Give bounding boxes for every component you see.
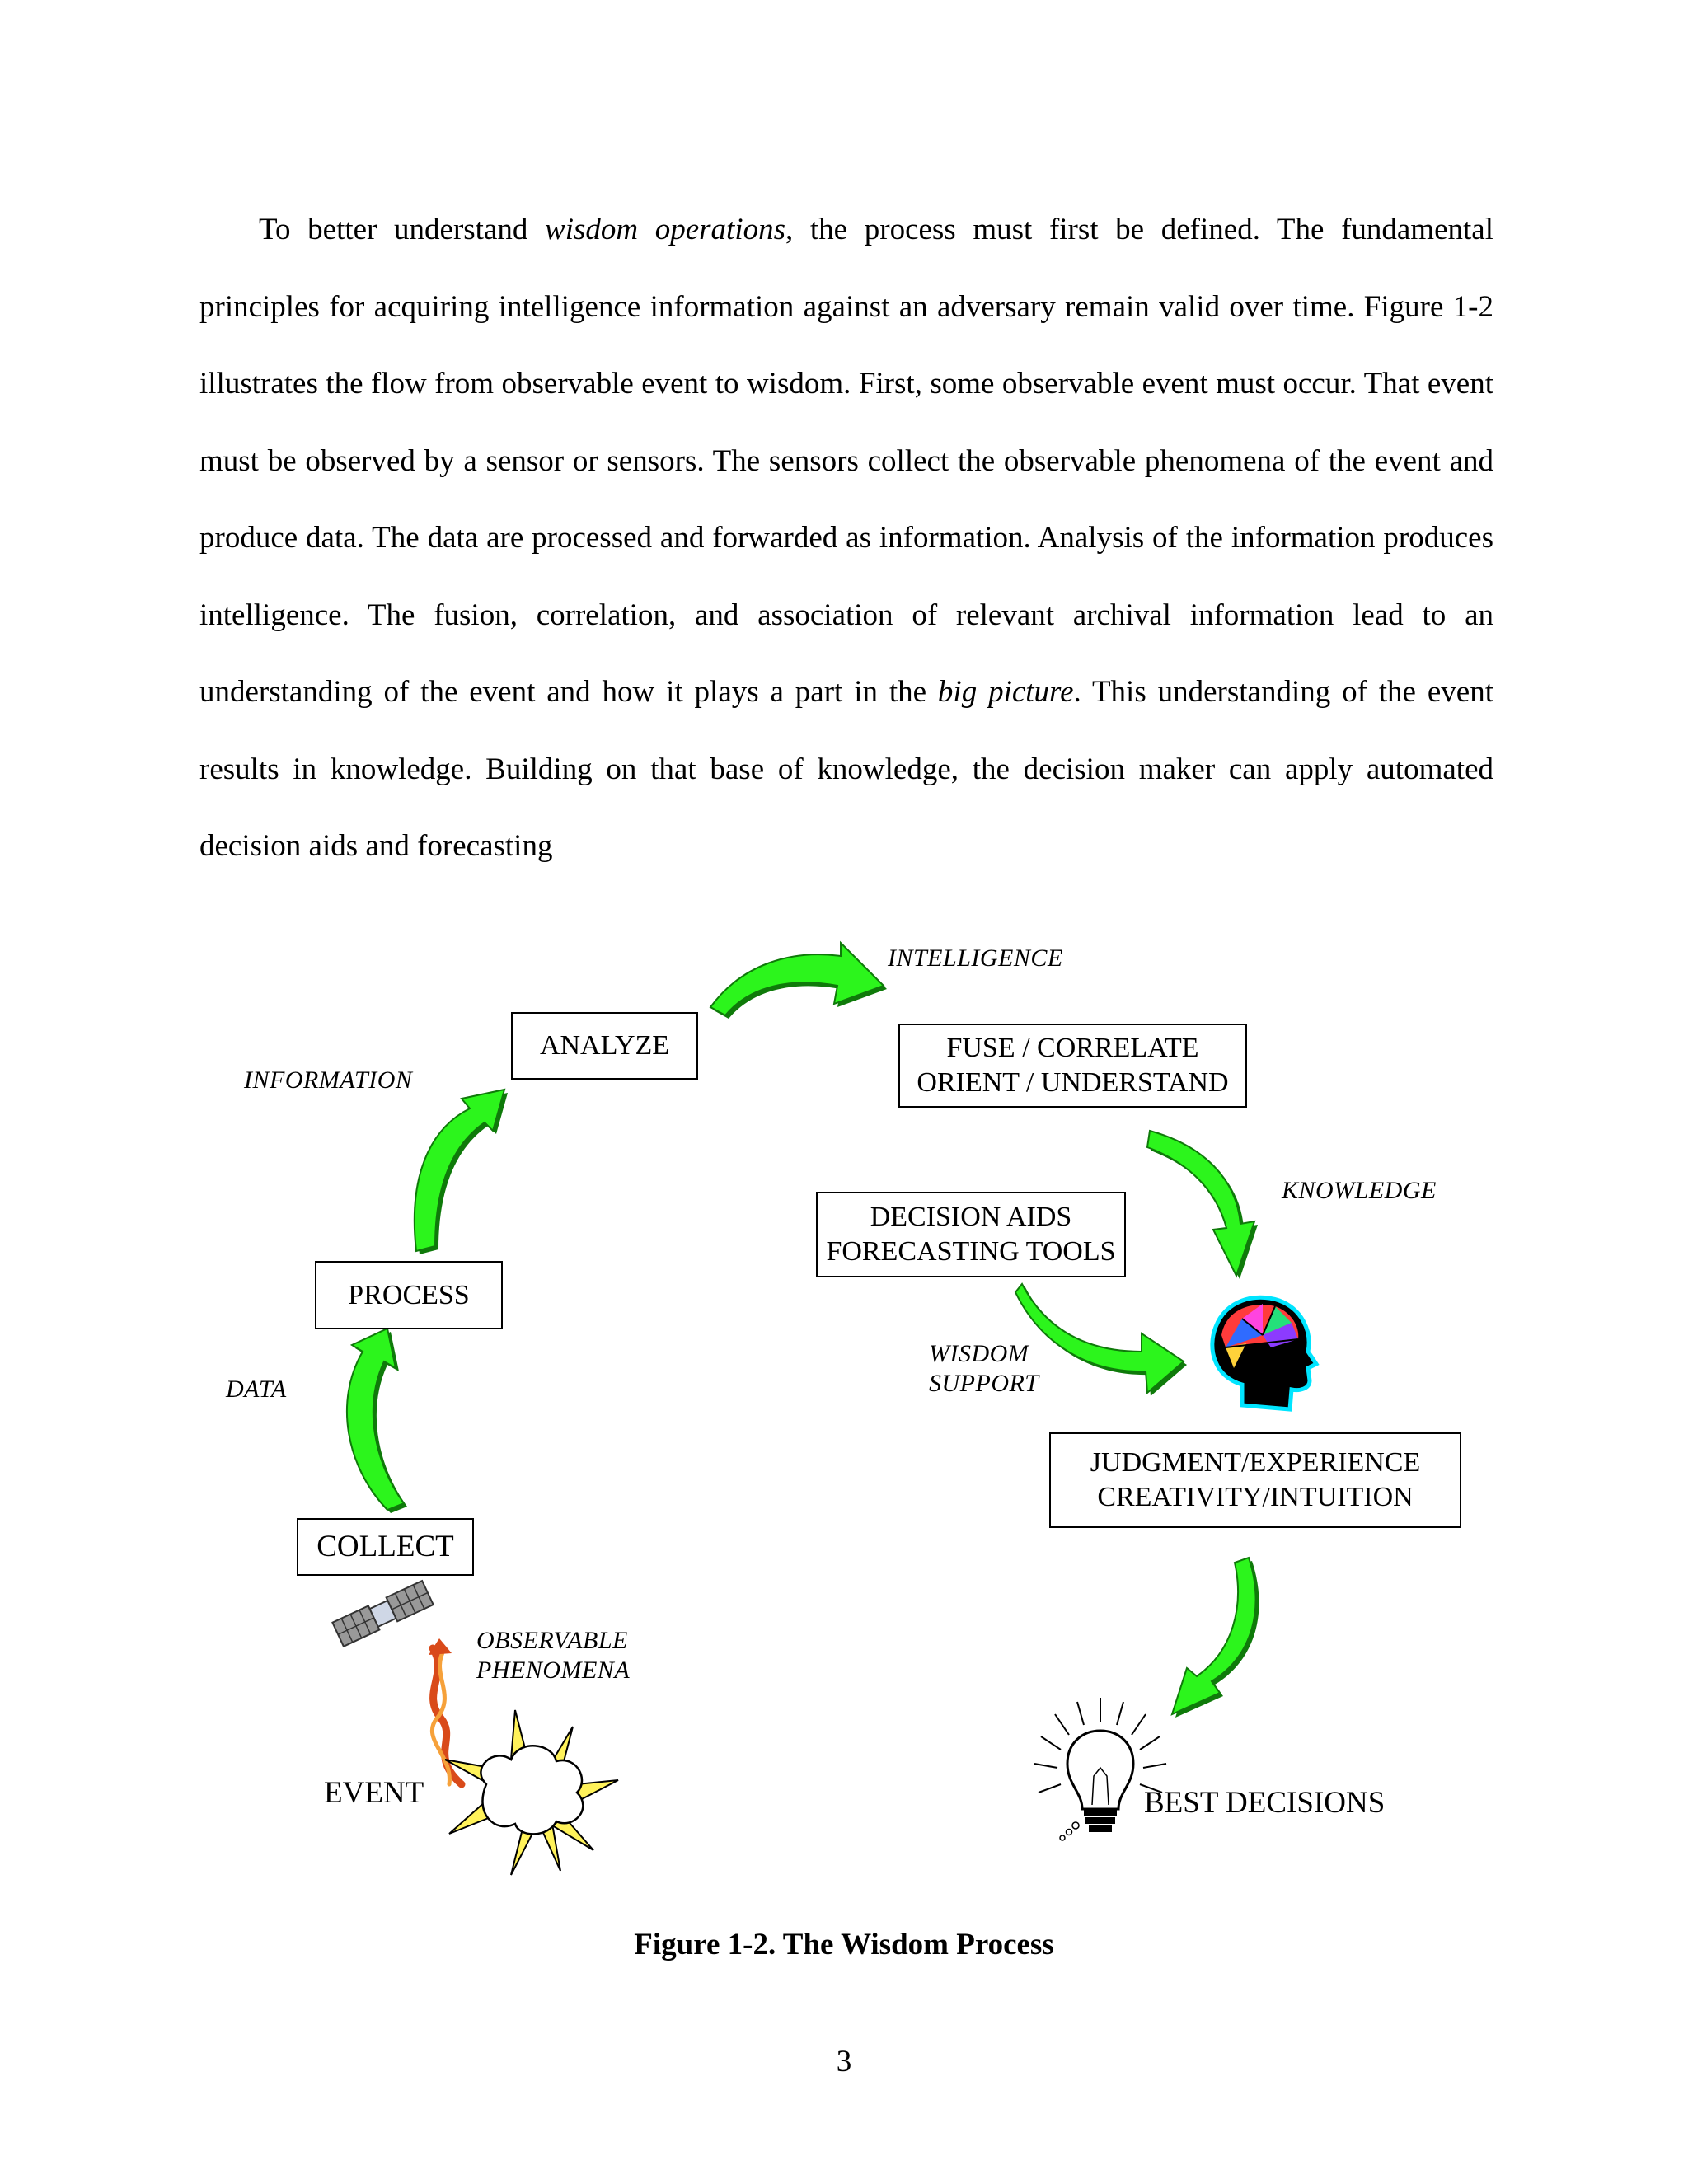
head-brain-icon <box>1210 1295 1320 1412</box>
page-number: 3 <box>836 2045 852 2079</box>
observable-label: OBSERVABLE <box>476 1627 628 1654</box>
arrow-process-to-analyze-icon <box>413 1088 508 1254</box>
analyze-box: ANALYZE <box>511 1012 698 1080</box>
figure-caption: Figure 1-2. The Wisdom Process <box>634 1928 1054 1961</box>
observable-phenomena-label: OBSERVABLE PHENOMENA <box>476 1626 630 1685</box>
forecasting-tools-label: FORECASTING TOOLS <box>826 1236 1116 1267</box>
decision-aids-label: DECISION AIDS <box>870 1202 1072 1232</box>
arrow-collect-to-process-icon <box>346 1327 407 1513</box>
orient-understand-label: ORIENT / UNDERSTAND <box>917 1067 1229 1098</box>
information-label: INFORMATION <box>244 1066 413 1094</box>
process-box: PROCESS <box>315 1261 503 1329</box>
arrow-judgment-to-decisions-icon <box>1170 1556 1259 1718</box>
judgment-box: JUDGMENT/EXPERIENCE CREATIVITY/INTUITION <box>1049 1432 1461 1528</box>
body-paragraph: To better understand wisdom operations, … <box>199 191 1493 885</box>
intelligence-label: INTELLIGENCE <box>888 944 1063 972</box>
paragraph-emphasis: wisdom operations <box>545 213 786 246</box>
wisdom-support-label: WISDOM SUPPORT <box>929 1339 1039 1399</box>
knowledge-label: KNOWLEDGE <box>1282 1177 1437 1204</box>
process-label: PROCESS <box>348 1279 470 1310</box>
judgment-experience-label: JUDGMENT/EXPERIENCE <box>1090 1447 1421 1478</box>
satellite-icon <box>331 1579 435 1648</box>
arrow-analyze-to-fuse-icon <box>709 940 887 1019</box>
fuse-correlate-label: FUSE / CORRELATE <box>946 1033 1199 1063</box>
creativity-intuition-label: CREATIVITY/INTUITION <box>1097 1482 1414 1512</box>
wisdom-label: WISDOM <box>929 1340 1029 1367</box>
paragraph-emphasis: big picture <box>937 675 1074 709</box>
phenomena-label: PHENOMENA <box>476 1657 631 1684</box>
arrow-decision-to-head-icon <box>1014 1282 1187 1396</box>
analyze-label: ANALYZE <box>539 1030 670 1061</box>
best-decisions-label: BEST DECISIONS <box>1144 1786 1386 1820</box>
paragraph-text: . This understanding of the event result… <box>199 675 1493 863</box>
flow-arrows <box>346 940 1259 1718</box>
fuse-correlate-box: FUSE / CORRELATE ORIENT / UNDERSTAND <box>898 1024 1247 1108</box>
collect-label: COLLECT <box>316 1530 454 1563</box>
collect-box: COLLECT <box>297 1518 474 1576</box>
event-label: EVENT <box>324 1776 424 1810</box>
support-label: SUPPORT <box>929 1370 1039 1397</box>
arrow-fuse-to-head-icon <box>1146 1129 1258 1279</box>
signal-wave-icon <box>429 1638 466 1788</box>
decision-aids-box: DECISION AIDS FORECASTING TOOLS <box>816 1192 1126 1277</box>
data-label: DATA <box>226 1376 287 1403</box>
paragraph-text: To better understand <box>259 213 546 246</box>
explosion-icon <box>444 1709 619 1876</box>
paragraph-text: , the process must first be defined. The… <box>199 213 1493 709</box>
lightbulb-icon <box>1034 1698 1167 1841</box>
